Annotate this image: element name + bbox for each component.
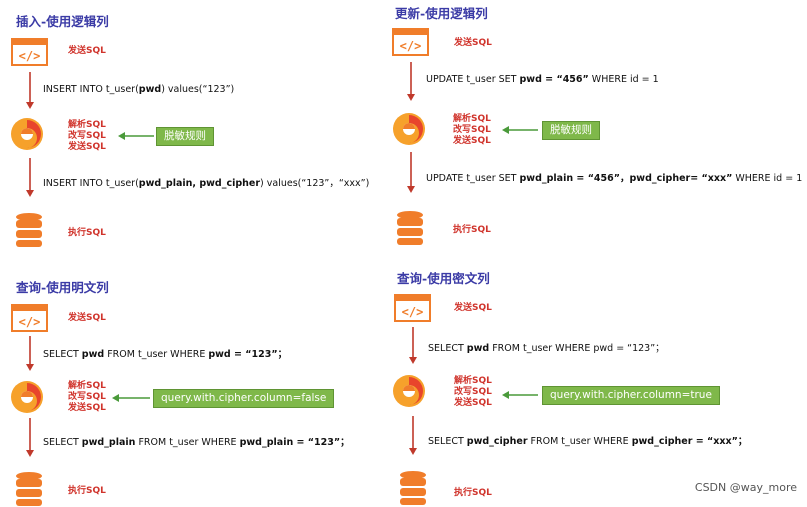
browser-code-icon: </> (11, 304, 48, 332)
flow-arrow (26, 336, 34, 371)
exec-sql-label: 执行SQL (453, 225, 491, 235)
send-sql-label: 发送SQL (68, 313, 106, 323)
flow-arrow (26, 158, 34, 197)
sql-rewritten: INSERT INTO t_user(pwd_plain, pwd_cipher… (43, 178, 370, 189)
browser-code-icon: </> (11, 38, 48, 66)
send-sql-label: 发送SQL (454, 303, 492, 313)
sql-rewritten: SELECT pwd_cipher FROM t_user WHERE pwd_… (428, 436, 748, 447)
flow-arrow (407, 152, 415, 193)
send-sql-label: 发送SQL (68, 46, 106, 56)
rule-arrow (502, 391, 538, 399)
sql-rewritten: SELECT pwd_plain FROM t_user WHERE pwd_p… (43, 437, 350, 448)
panel-title: 查询-使用密文列 (397, 271, 490, 286)
sharding-logo-icon (393, 113, 425, 145)
database-icon (16, 472, 42, 506)
panel-title: 插入-使用逻辑列 (16, 14, 109, 29)
desensitize-rule-box: 脱敏规则 (542, 121, 600, 140)
desensitize-rule-box: 脱敏规则 (156, 127, 214, 146)
browser-code-icon: </> (392, 28, 429, 56)
database-icon (400, 471, 426, 505)
flow-arrow (26, 72, 34, 109)
sql-original: SELECT pwd FROM t_user WHERE pwd = “123”… (43, 349, 288, 360)
database-icon (397, 211, 423, 245)
sharding-logo-icon (11, 118, 43, 150)
rule-arrow (112, 394, 150, 402)
exec-sql-label: 执行SQL (454, 488, 492, 498)
flow-arrow (409, 416, 417, 455)
query-config-box: query.with.cipher.column=true (542, 386, 720, 405)
database-icon (16, 213, 42, 247)
sql-original: INSERT INTO t_user(pwd) values(“123”) (43, 84, 235, 95)
svg-text:</>: </> (19, 49, 41, 63)
browser-code-icon: </> (394, 294, 431, 322)
rule-arrow (502, 126, 538, 134)
exec-sql-label: 执行SQL (68, 228, 106, 238)
panel-query-plain: 查询-使用明文列 </> 发送SQL SELECT pwd FROM t_use… (0, 253, 400, 506)
sql-rewritten: UPDATE t_user SET pwd_plain = “456”，pwd_… (426, 173, 803, 184)
flow-arrow (409, 327, 417, 364)
sharding-logo-icon (11, 381, 43, 413)
svg-text:</>: </> (402, 305, 424, 319)
svg-text:</>: </> (400, 39, 422, 53)
watermark: CSDN @way_more (694, 481, 797, 494)
panel-insert: 插入-使用逻辑列 </> 发送SQL INSERT INTO t_user(pw… (0, 0, 400, 253)
panel-query-cipher: 查询-使用密文列 </> 发送SQL SELECT pwd FROM t_use… (390, 253, 790, 506)
exec-sql-label: 执行SQL (68, 486, 106, 496)
rule-arrow (118, 132, 154, 140)
panel-title: 查询-使用明文列 (16, 280, 109, 295)
send-sql-label: 发送SQL (454, 38, 492, 48)
sql-original: SELECT pwd FROM t_user WHERE pwd = “123”… (428, 343, 665, 354)
svg-text:</>: </> (19, 315, 41, 329)
sharding-logo-icon (393, 375, 425, 407)
query-config-box: query.with.cipher.column=false (153, 389, 335, 408)
flow-arrow (407, 62, 415, 101)
panel-title: 更新-使用逻辑列 (395, 6, 488, 21)
panel-update: 更新-使用逻辑列 </> 发送SQL UPDATE t_user SET pwd… (390, 0, 802, 253)
flow-arrow (26, 418, 34, 457)
sql-original: UPDATE t_user SET pwd = “456” WHERE id =… (426, 74, 659, 85)
